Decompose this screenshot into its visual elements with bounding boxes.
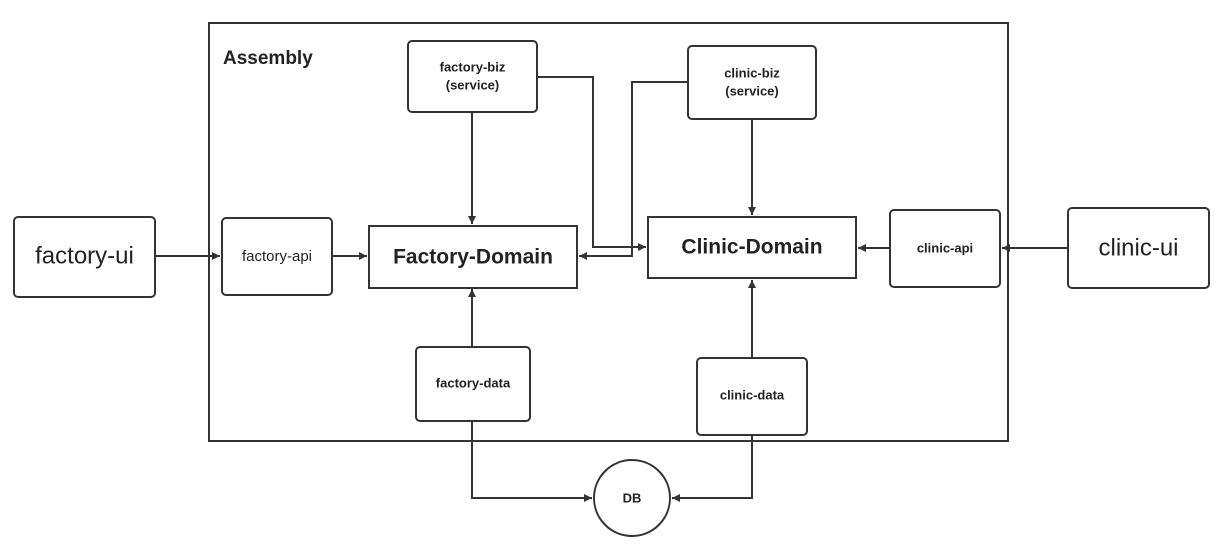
clinic-biz-sublabel: (service): [725, 83, 778, 98]
node-clinic-ui: clinic-ui: [1067, 207, 1210, 289]
edge-clinic-biz-to-factory-domain: [579, 81, 688, 260]
node-clinic-biz: clinic-biz (service): [687, 45, 817, 120]
edge-factory-data-to-db: [471, 421, 592, 502]
factory-ui-label: factory-ui: [35, 242, 134, 269]
factory-data-label: factory-data: [436, 375, 511, 390]
clinic-domain-label: Clinic-Domain: [681, 236, 822, 259]
node-factory-ui: factory-ui: [13, 216, 156, 298]
node-factory-data: factory-data: [415, 346, 531, 422]
factory-biz-label: factory-biz: [440, 59, 506, 74]
node-clinic-domain: Clinic-Domain: [647, 216, 857, 279]
edges: [155, 76, 1068, 502]
clinic-data-label: clinic-data: [720, 387, 785, 402]
node-clinic-data: clinic-data: [696, 357, 808, 436]
clinic-ui-label: clinic-ui: [1098, 234, 1178, 261]
factory-biz-sublabel: (service): [446, 77, 499, 92]
db-label: DB: [623, 490, 642, 505]
clinic-biz-label: clinic-biz: [724, 65, 780, 80]
node-factory-biz: factory-biz (service): [407, 40, 538, 113]
factory-domain-label: Factory-Domain: [393, 246, 553, 269]
node-db: DB: [593, 459, 671, 537]
edge-factory-biz-to-clinic-domain: [537, 76, 646, 251]
assembly-title: Assembly: [223, 48, 313, 69]
edge-clinic-data-to-db: [672, 435, 753, 502]
assembly-container: Assembly: [208, 22, 1009, 442]
clinic-api-label: clinic-api: [917, 240, 973, 255]
node-clinic-api: clinic-api: [889, 209, 1001, 288]
node-factory-domain: Factory-Domain: [368, 225, 578, 289]
factory-api-label: factory-api: [242, 248, 312, 265]
node-factory-api: factory-api: [221, 217, 333, 296]
